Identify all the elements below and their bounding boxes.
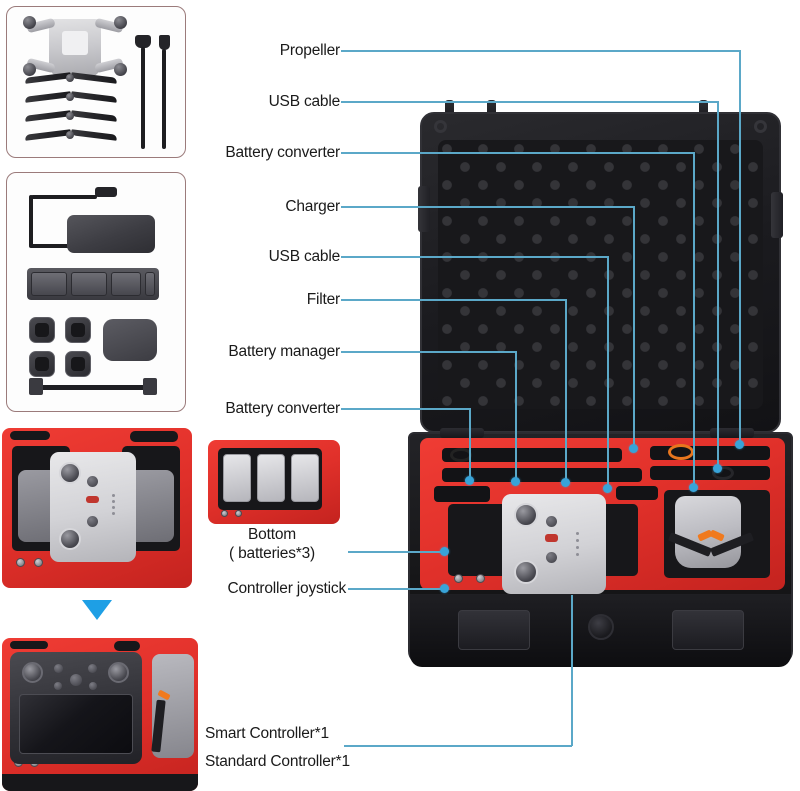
note-standard-controller: Standard Controller*1 (205, 753, 350, 770)
leader-dot-usb-cable-2 (603, 484, 612, 493)
callout-label-bottom-batteries: Bottom ( batteries*3) (198, 525, 346, 564)
battery-3 (291, 454, 319, 502)
accessory-pad (103, 319, 157, 361)
controller-joystick-upper[interactable] (514, 503, 538, 527)
smart-controller-screen (19, 694, 133, 754)
leader-line-controller-notes (571, 690, 573, 746)
controller-joystick-lower[interactable] (514, 560, 538, 584)
leader-line-battery-converter-1 (693, 152, 695, 488)
callout-label-battery-manager: Battery manager (228, 343, 340, 360)
leader-line-usb-cable-top (717, 101, 719, 469)
battery-1 (223, 454, 251, 502)
leader-dot-battery-converter-1 (689, 483, 698, 492)
case-latch-right[interactable] (672, 610, 744, 650)
callout-label-usb-cable-top: USB cable (268, 93, 341, 110)
drone-motor (23, 63, 36, 76)
leader-line-charger (341, 206, 635, 208)
lid-tab (699, 100, 708, 118)
callout-label-bottom-line1: Bottom (248, 526, 296, 543)
leader-line-case-front (571, 595, 573, 695)
leader-line-controller-joystick (348, 588, 444, 590)
leader-dot-charger (629, 444, 638, 453)
callout-label-charger: Charger (285, 198, 340, 215)
case-lid (418, 112, 783, 433)
leader-line-filter (565, 299, 567, 482)
callout-label-propeller: Propeller (279, 42, 340, 59)
panel-standard-ctrl (2, 428, 192, 593)
lid-tab (487, 100, 496, 118)
callout-label-controller-joystick: Controller joystick (227, 580, 346, 597)
leader-line-battery-converter-1 (341, 152, 695, 154)
leader-line-charger (633, 206, 635, 450)
leader-line-battery-manager (515, 351, 517, 481)
callout-label-filter: Filter (306, 291, 340, 308)
battery-2 (257, 454, 285, 502)
note-smart-controller: Smart Controller*1 (205, 725, 329, 742)
drone-motor (23, 16, 36, 29)
leader-line-propeller (739, 50, 741, 445)
pressure-valve[interactable] (588, 614, 614, 640)
callout-label-battery-converter-2: Battery converter (225, 400, 340, 417)
battery-manager-hub (27, 268, 159, 300)
callout-label-battery-converter-1: Battery converter (225, 144, 340, 161)
leader-line-battery-converter-2 (341, 408, 471, 410)
leader-line-usb-cable-2 (341, 256, 609, 258)
standard-controller (50, 452, 136, 562)
smart-controller (10, 652, 142, 764)
case-base (408, 428, 793, 667)
drone-motor (114, 63, 127, 76)
controller-in-case (502, 494, 606, 594)
leader-dot-battery-converter-2 (465, 476, 474, 485)
leader-line-filter (341, 299, 567, 301)
lid-egg-crate-foam (438, 140, 763, 409)
flow-arrow-down-icon (82, 600, 112, 620)
leader-line-usb-cable-2 (607, 256, 609, 489)
leader-dot-propeller (735, 440, 744, 449)
leader-line-bottom-batteries (348, 551, 444, 553)
leader-dot-filter (561, 478, 570, 487)
panel-charger (6, 172, 186, 412)
leader-line-usb-cable-top (341, 101, 719, 103)
case-latch-left[interactable] (458, 610, 530, 650)
drone-body-panel (62, 31, 88, 55)
leader-dot-controller-joystick (440, 584, 449, 593)
leader-line-propeller (341, 50, 741, 52)
callout-label-bottom-line2: ( batteries*3) (229, 545, 315, 563)
leader-line-controller-notes (344, 745, 572, 747)
lid-tab (445, 100, 454, 118)
leader-dot-usb-cable-top (713, 464, 722, 473)
leader-line-battery-converter-2 (469, 408, 471, 480)
callout-label-usb-cable-2: USB cable (268, 248, 341, 265)
panel-smart-ctrl (2, 638, 198, 791)
panel-drone-props (6, 6, 186, 158)
leader-dot-battery-manager (511, 477, 520, 486)
panel-batteries (208, 440, 340, 528)
leader-line-battery-manager (341, 351, 517, 353)
drone-motor (114, 16, 127, 29)
leader-dot-bottom-batteries (440, 547, 449, 556)
